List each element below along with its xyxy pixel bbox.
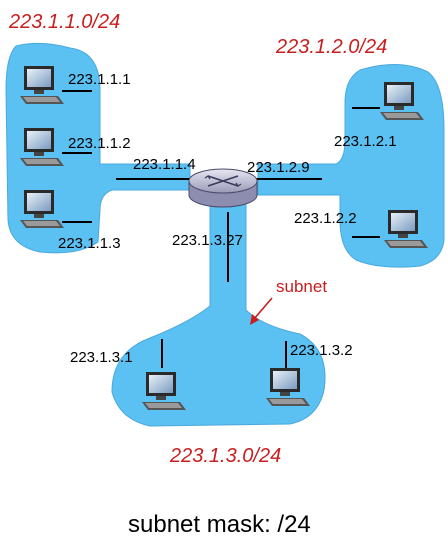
router-icon bbox=[188, 168, 258, 208]
host-ip-label: 223.1.1.1 bbox=[68, 71, 131, 88]
subnet-label-3: 223.1.3.0/24 bbox=[169, 445, 281, 467]
host-ip-label: 223.1.1.3 bbox=[58, 235, 121, 252]
subnet-label-2: 223.1.2.0/24 bbox=[275, 36, 387, 58]
host-ip-label: 223.1.3.2 bbox=[290, 342, 353, 359]
router-interface-label: 223.1.1.4 bbox=[133, 156, 196, 173]
host-ip-label: 223.1.3.1 bbox=[70, 349, 133, 366]
annotation-arrow-icon bbox=[250, 297, 273, 325]
subnet-annotation: subnet bbox=[276, 277, 327, 296]
router-interface-label: 223.1.2.9 bbox=[247, 159, 310, 176]
host-ip-label: 223.1.2.1 bbox=[334, 133, 397, 150]
host-ip-label: 223.1.1.2 bbox=[68, 135, 131, 152]
router-interface-label: 223.1.3.27 bbox=[172, 232, 243, 249]
subnet-mask-caption: subnet mask: /24 bbox=[128, 511, 311, 538]
subnet-label-1: 223.1.1.0/24 bbox=[8, 11, 120, 33]
host-ip-label: 223.1.2.2 bbox=[294, 210, 357, 227]
